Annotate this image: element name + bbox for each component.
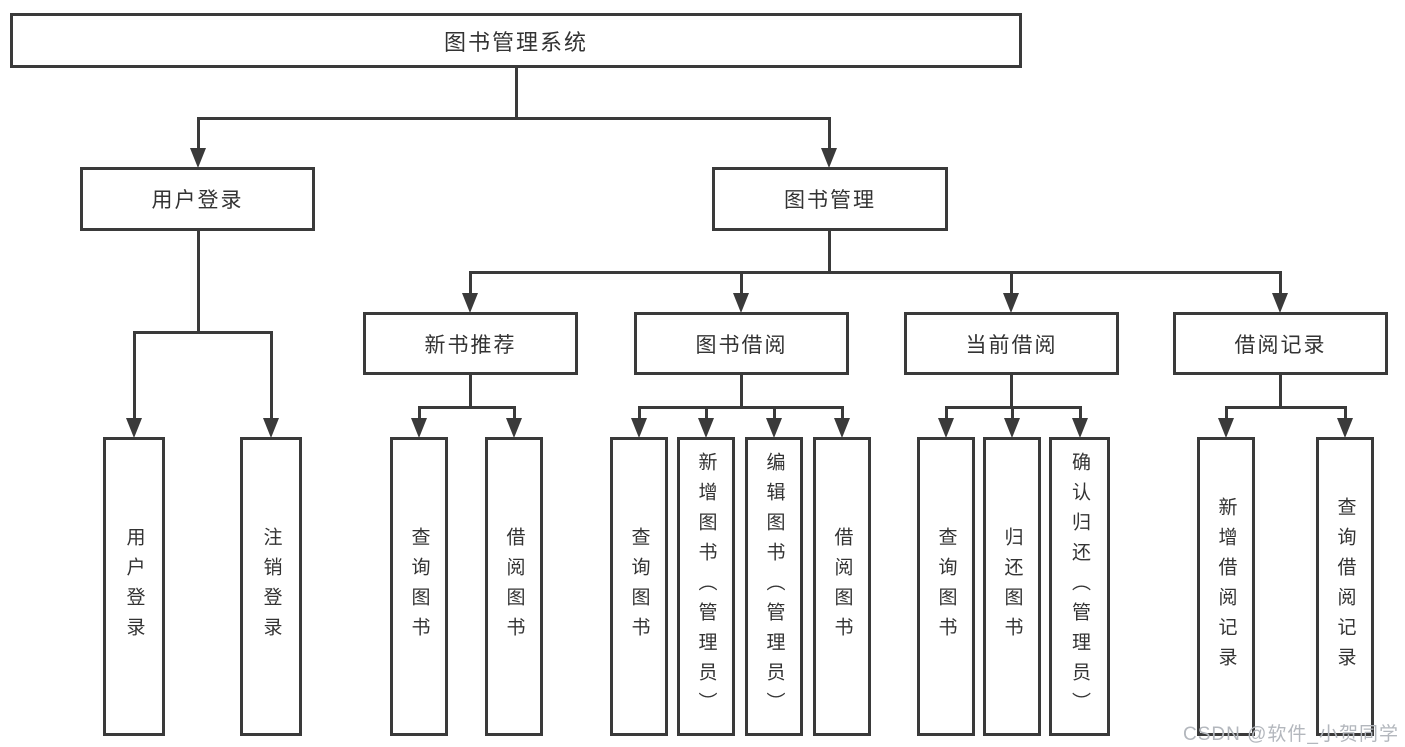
node-label: 图书管理 (784, 189, 876, 212)
node-new-book-recommendation: 新书推荐 (363, 312, 578, 375)
node-current-borrowing: 当前借阅 (904, 312, 1119, 375)
arrowhead-icon (834, 418, 850, 438)
arrowhead-icon (1272, 293, 1288, 313)
connector-line (1010, 271, 1013, 295)
arrowhead-icon (1072, 418, 1088, 438)
arrowhead-icon (733, 293, 749, 313)
connector-line (705, 406, 708, 420)
node-label: 注销登录 (260, 526, 282, 647)
connector-line (133, 331, 273, 334)
node-label: 查询图书 (408, 526, 430, 647)
node-label: 用户登录 (151, 189, 244, 212)
connector-line (773, 406, 776, 420)
node-borrowing-records: 借阅记录 (1173, 312, 1388, 375)
leaf-edit-books-admin: 编辑图书（管理员） (745, 437, 803, 736)
node-label: 查询借阅记录 (1334, 496, 1356, 677)
arrowhead-icon (698, 418, 714, 438)
arrowhead-icon (126, 418, 142, 438)
connector-line (515, 66, 518, 119)
connector-line (469, 271, 1282, 274)
node-user-login-branch: 用户登录 (80, 167, 315, 231)
leaf-query-borrow-record: 查询借阅记录 (1316, 437, 1374, 736)
node-label: 编辑图书（管理员） (763, 451, 785, 722)
arrowhead-icon (766, 418, 782, 438)
arrowhead-icon (938, 418, 954, 438)
leaf-query-books-borrow: 查询图书 (610, 437, 668, 736)
leaf-query-books-current: 查询图书 (917, 437, 975, 736)
connector-line (1225, 406, 1347, 409)
node-label: 借阅记录 (1234, 333, 1327, 357)
arrowhead-icon (506, 418, 522, 438)
node-label: 图书管理系统 (443, 29, 588, 55)
arrowhead-icon (263, 418, 279, 438)
connector-line (197, 229, 200, 333)
arrowhead-icon (411, 418, 427, 438)
leaf-query-books-recommend: 查询图书 (390, 437, 448, 736)
connector-line (1079, 406, 1082, 420)
connector-line (638, 406, 641, 420)
leaf-borrow-books: 借阅图书 (813, 437, 871, 736)
connector-line (740, 373, 743, 408)
leaf-return-books: 归还图书 (983, 437, 1041, 736)
node-book-management-branch: 图书管理 (712, 167, 948, 231)
arrowhead-icon (190, 148, 206, 168)
connector-line (841, 406, 844, 420)
connector-line (197, 117, 831, 120)
leaf-borrow-books-recommend: 借阅图书 (485, 437, 543, 736)
connector-line (513, 406, 516, 420)
node-label: 用户登录 (123, 526, 145, 647)
connector-line (945, 406, 948, 420)
connector-line (1279, 271, 1282, 295)
connector-line (1010, 373, 1013, 408)
connector-line (418, 406, 421, 420)
arrowhead-icon (631, 418, 647, 438)
node-label: 当前借阅 (965, 333, 1058, 357)
node-label: 图书借阅 (695, 333, 788, 357)
connector-line (469, 271, 472, 295)
node-book-borrowing: 图书借阅 (634, 312, 849, 375)
leaf-user-login: 用户登录 (103, 437, 165, 736)
connector-line (828, 117, 831, 150)
node-label: 查询图书 (935, 526, 957, 647)
connector-line (1225, 406, 1228, 420)
connector-line (1011, 406, 1014, 420)
arrowhead-icon (462, 293, 478, 313)
connector-line (418, 406, 516, 409)
leaf-confirm-return-admin: 确认归还（管理员） (1049, 437, 1110, 736)
connector-line (197, 117, 200, 150)
leaf-logout: 注销登录 (240, 437, 302, 736)
connector-line (1344, 406, 1347, 420)
node-label: 借阅图书 (831, 526, 853, 647)
arrowhead-icon (1004, 418, 1020, 438)
arrowhead-icon (1218, 418, 1234, 438)
connector-line (1279, 373, 1282, 408)
arrowhead-icon (1003, 293, 1019, 313)
node-label: 借阅图书 (503, 526, 525, 647)
connector-line (469, 373, 472, 408)
connector-line (828, 229, 831, 273)
node-label: 新书推荐 (424, 333, 517, 357)
arrowhead-icon (1337, 418, 1353, 438)
connector-line (740, 271, 743, 295)
leaf-add-books-admin: 新增图书（管理员） (677, 437, 735, 736)
node-label: 归还图书 (1001, 526, 1023, 647)
leaf-add-borrow-record: 新增借阅记录 (1197, 437, 1255, 736)
connector-line (270, 331, 273, 420)
node-label: 查询图书 (628, 526, 650, 647)
csdn-watermark: CSDN @软件_小贺同学 (1183, 724, 1399, 745)
node-label: 新增借阅记录 (1215, 496, 1237, 677)
node-label: 新增图书（管理员） (695, 451, 717, 722)
arrowhead-icon (821, 148, 837, 168)
connector-line (133, 331, 136, 420)
node-library-management-system: 图书管理系统 (10, 13, 1022, 68)
node-label: 确认归还（管理员） (1069, 451, 1090, 722)
